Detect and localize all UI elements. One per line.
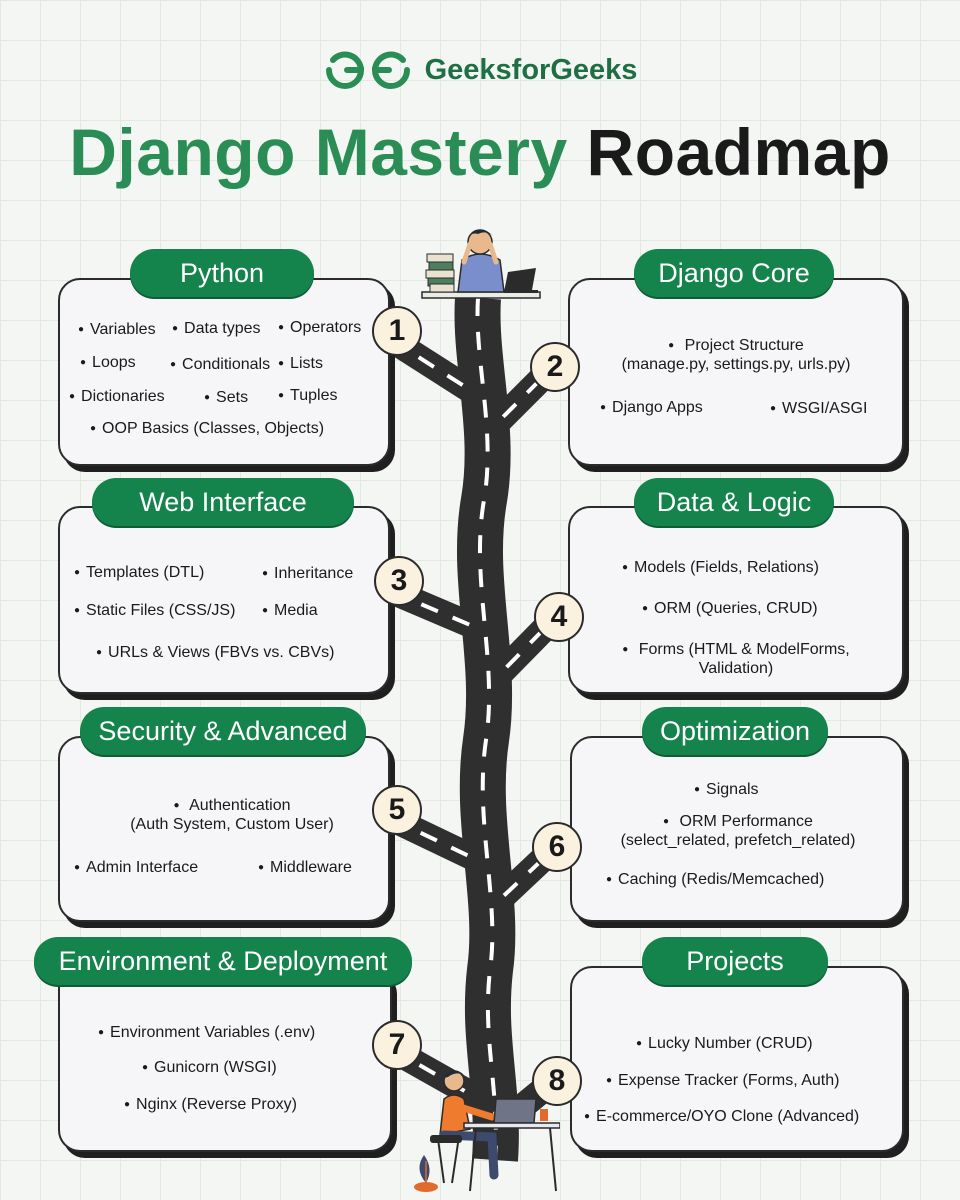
step-marker-8: 8 <box>532 1056 582 1106</box>
topic-item: Authentication (Auth System, Custom User… <box>130 796 334 834</box>
topic-item: WSGI/ASGI <box>770 399 867 418</box>
step-marker-5: 5 <box>372 785 422 835</box>
card-title-optimization: Optimization <box>642 707 828 755</box>
step-marker-1: 1 <box>372 306 422 356</box>
topic-item: Tuples <box>278 386 337 405</box>
gfg-logo-icon <box>325 51 410 89</box>
topic-item: Operators <box>278 318 361 337</box>
topic-item: ORM Performance (select_related, prefetc… <box>621 812 856 850</box>
developer-at-laptop-icon <box>414 1070 560 1192</box>
card-environment-deployment: Environment Variables (.env) Gunicorn (W… <box>58 966 392 1152</box>
brand-name: GeeksforGeeks <box>424 53 638 86</box>
topic-item: Middleware <box>258 858 352 877</box>
topic-item: E-commerce/OYO Clone (Advanced) <box>584 1107 859 1126</box>
topic-item: Loops <box>80 353 136 372</box>
topic-item: Models (Fields, Relations) <box>622 558 819 577</box>
card-title-environment-deployment: Environment & Deployment <box>34 937 412 985</box>
card-title-data-logic: Data & Logic <box>634 478 834 526</box>
title-part-2: Roadmap <box>586 115 891 189</box>
card-title-python: Python <box>130 249 314 297</box>
topic-item: Media <box>262 601 318 620</box>
topic-item: Admin Interface <box>74 858 198 877</box>
card-title-projects: Projects <box>642 937 828 985</box>
step-marker-2: 2 <box>530 342 580 392</box>
brand-header: GeeksforGeeks <box>0 40 960 100</box>
topic-item: Environment Variables (.env) <box>98 1023 315 1042</box>
page-title: Django Mastery Roadmap <box>0 112 960 192</box>
card-title-django-core: Django Core <box>634 249 834 297</box>
card-projects: Lucky Number (CRUD) Expense Tracker (For… <box>570 966 904 1152</box>
topic-item: Lucky Number (CRUD) <box>636 1034 812 1053</box>
step-marker-3: 3 <box>374 556 424 606</box>
topic-item: Caching (Redis/Memcached) <box>606 870 824 889</box>
topic-item: Variables <box>78 320 156 339</box>
topic-item: Project Structure (manage.py, settings.p… <box>622 336 851 374</box>
topic-item: Data types <box>172 319 260 338</box>
card-title-web-interface: Web Interface <box>92 478 354 526</box>
topic-item: OOP Basics (Classes, Objects) <box>90 419 324 438</box>
topic-item: Inheritance <box>262 564 353 583</box>
topic-item: Django Apps <box>600 398 703 417</box>
card-web-interface: Templates (DTL) Inheritance Static Files… <box>58 506 390 694</box>
topic-item: Conditionals <box>170 355 270 374</box>
topic-item: Forms (HTML & ModelForms, Validation) <box>622 640 850 678</box>
topic-item: Gunicorn (WSGI) <box>142 1058 277 1077</box>
topic-item: ORM (Queries, CRUD) <box>642 599 818 618</box>
topic-item: Expense Tracker (Forms, Auth) <box>606 1071 839 1090</box>
topic-item: Signals <box>694 780 758 799</box>
topic-item: Templates (DTL) <box>74 563 204 582</box>
step-marker-7: 7 <box>372 1020 422 1070</box>
card-optimization: Signals ORM Performance (select_related,… <box>570 736 904 922</box>
title-part-1: Django Mastery <box>69 115 568 189</box>
step-marker-4: 4 <box>534 592 584 642</box>
topic-item: Nginx (Reverse Proxy) <box>124 1095 297 1114</box>
card-data-logic: Models (Fields, Relations) ORM (Queries,… <box>568 506 904 694</box>
topic-item: Lists <box>278 354 323 373</box>
step-marker-6: 6 <box>532 822 582 872</box>
topic-item: Dictionaries <box>69 387 165 406</box>
card-title-security-advanced: Security & Advanced <box>80 707 366 755</box>
card-django-core: Project Structure (manage.py, settings.p… <box>568 278 904 466</box>
stressed-student-icon <box>421 229 541 299</box>
topic-item: Static Files (CSS/JS) <box>74 601 235 620</box>
card-python: Variables Data types Operators Loops Con… <box>58 278 390 466</box>
topic-item: Sets <box>204 388 248 407</box>
card-security-advanced: Authentication (Auth System, Custom User… <box>58 736 390 922</box>
topic-item: URLs & Views (FBVs vs. CBVs) <box>96 643 334 662</box>
